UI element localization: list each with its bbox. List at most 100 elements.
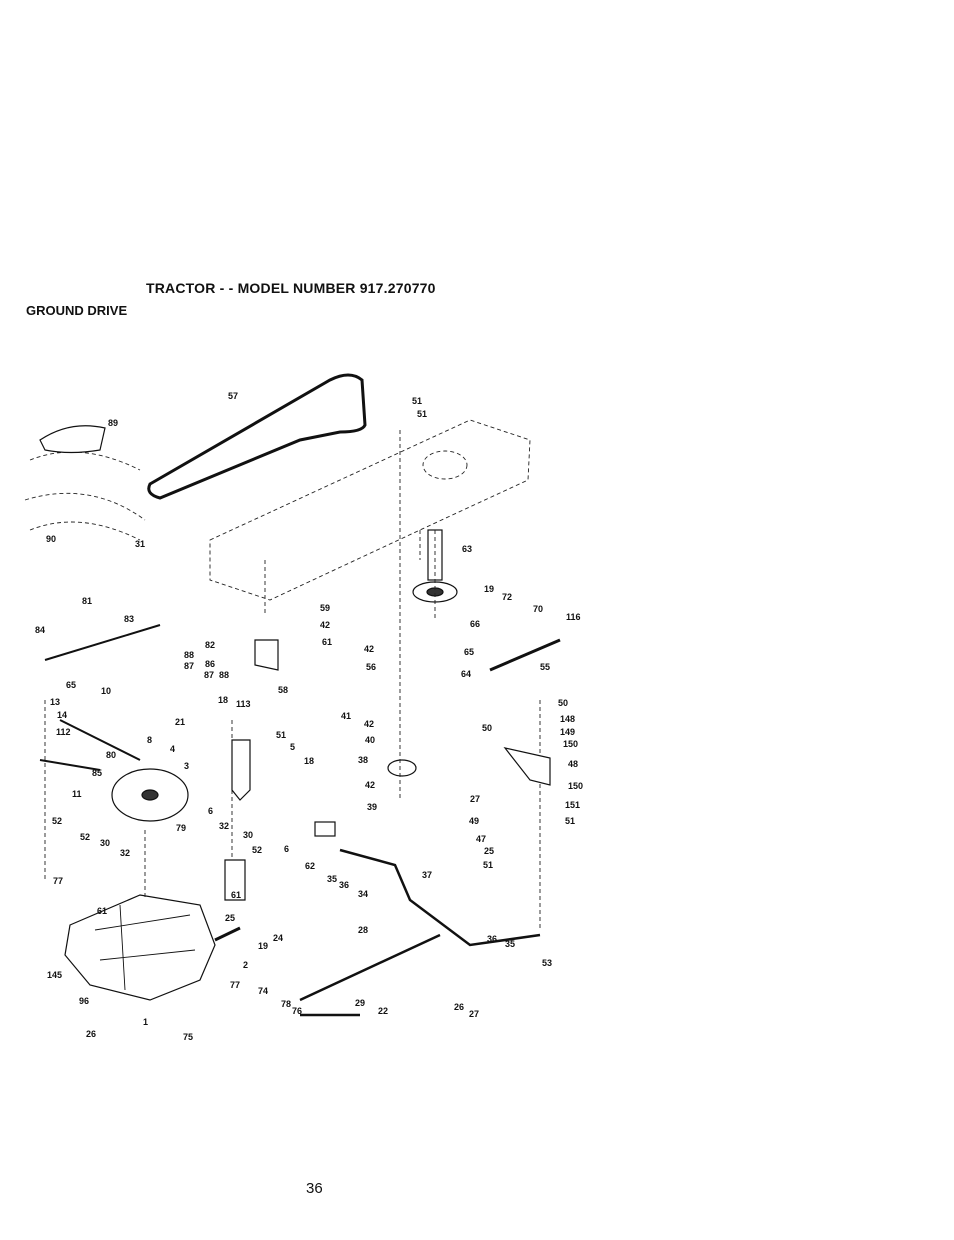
callout: 150 [563,739,578,749]
callout: 62 [305,861,315,871]
pulley-38 [387,759,417,777]
callout: 18 [218,695,228,705]
callout: 21 [175,717,185,727]
page-number: 36 [306,1180,323,1197]
callout: 19 [258,941,268,951]
callout: 57 [228,391,238,401]
callout: 22 [378,1006,388,1016]
callout: 24 [273,933,283,943]
callout: 82 [205,640,215,650]
callout: 52 [252,845,262,855]
callout: 58 [278,685,288,695]
callout: 5 [290,742,295,752]
callout: 55 [540,662,550,672]
callout: 77 [230,980,240,990]
callout: 51 [276,730,286,740]
transaxle-detail [94,904,196,991]
callout: 63 [462,544,472,554]
callout: 8 [147,735,152,745]
callout: 87 [184,661,194,671]
callout: 112 [56,727,71,737]
callout: 65 [66,680,76,690]
callout: 47 [476,834,486,844]
callout: 77 [53,876,63,886]
callout: 36 [487,934,497,944]
guide-lines [44,430,541,930]
callout: 6 [208,806,213,816]
callout: 26 [454,1002,464,1012]
callout: 42 [365,780,375,790]
callout: 96 [79,996,89,1006]
callout: 70 [533,604,543,614]
callout: 87 [204,670,214,680]
callout: 48 [568,759,578,769]
callout: 50 [558,698,568,708]
callout: 85 [92,768,102,778]
shaft-81 [44,624,161,661]
callout: 39 [367,802,377,812]
bracket-48 [503,747,551,786]
callout: 88 [219,670,229,680]
callout: 53 [542,958,552,968]
callout: 36 [339,880,349,890]
callout: 32 [219,821,229,831]
callout: 65 [464,647,474,657]
bracket-58 [254,639,279,671]
callout: 66 [470,619,480,629]
callout: 150 [568,781,583,791]
callout: 51 [483,860,493,870]
callout: 25 [225,913,235,923]
callout: 35 [505,939,515,949]
rod-22 [299,933,441,1017]
callout: 42 [364,719,374,729]
callout: 1 [143,1017,148,1027]
callout: 79 [176,823,186,833]
callout: 35 [327,874,337,884]
callout: 26 [86,1029,96,1039]
callout: 28 [358,925,368,935]
callout: 40 [365,735,375,745]
callout: 84 [35,625,45,635]
callout: 29 [355,998,365,1008]
callout: 56 [366,662,376,672]
tractor-frame [209,419,531,615]
callout: 31 [135,539,145,549]
callout: 148 [560,714,575,724]
callout: 88 [184,650,194,660]
callout: 37 [422,870,432,880]
callout: 80 [106,750,116,760]
callout: 38 [358,755,368,765]
page-title: TRACTOR - - MODEL NUMBER 917.270770 [146,280,436,296]
callout: 78 [281,999,291,1009]
callout: 89 [108,418,118,428]
callout: 27 [469,1009,479,1019]
callout: 34 [358,889,368,899]
callout: 86 [205,659,215,669]
callout: 149 [560,727,575,737]
callout: 76 [292,1006,302,1016]
transaxle [64,894,216,1001]
callout: 151 [565,800,580,810]
callout: 42 [320,620,330,630]
callout: 51 [412,396,422,406]
drive-belt [147,373,367,500]
rod-34 [339,848,541,947]
callout: 2 [243,960,248,970]
callout: 61 [231,890,241,900]
collar-62 [314,821,336,837]
callout: 41 [341,711,351,721]
pedal-pad [39,425,106,454]
callout: 51 [417,409,427,419]
fender-outline [24,451,146,541]
callout: 27 [470,794,480,804]
callout: 13 [50,697,60,707]
bracket-5 [231,739,251,801]
callout: 83 [124,614,134,624]
spring-55 [489,638,561,672]
callout: 50 [482,723,492,733]
callout: 4 [170,744,175,754]
callout: 51 [565,816,575,826]
callout: 90 [46,534,56,544]
spring-25 [214,926,241,942]
